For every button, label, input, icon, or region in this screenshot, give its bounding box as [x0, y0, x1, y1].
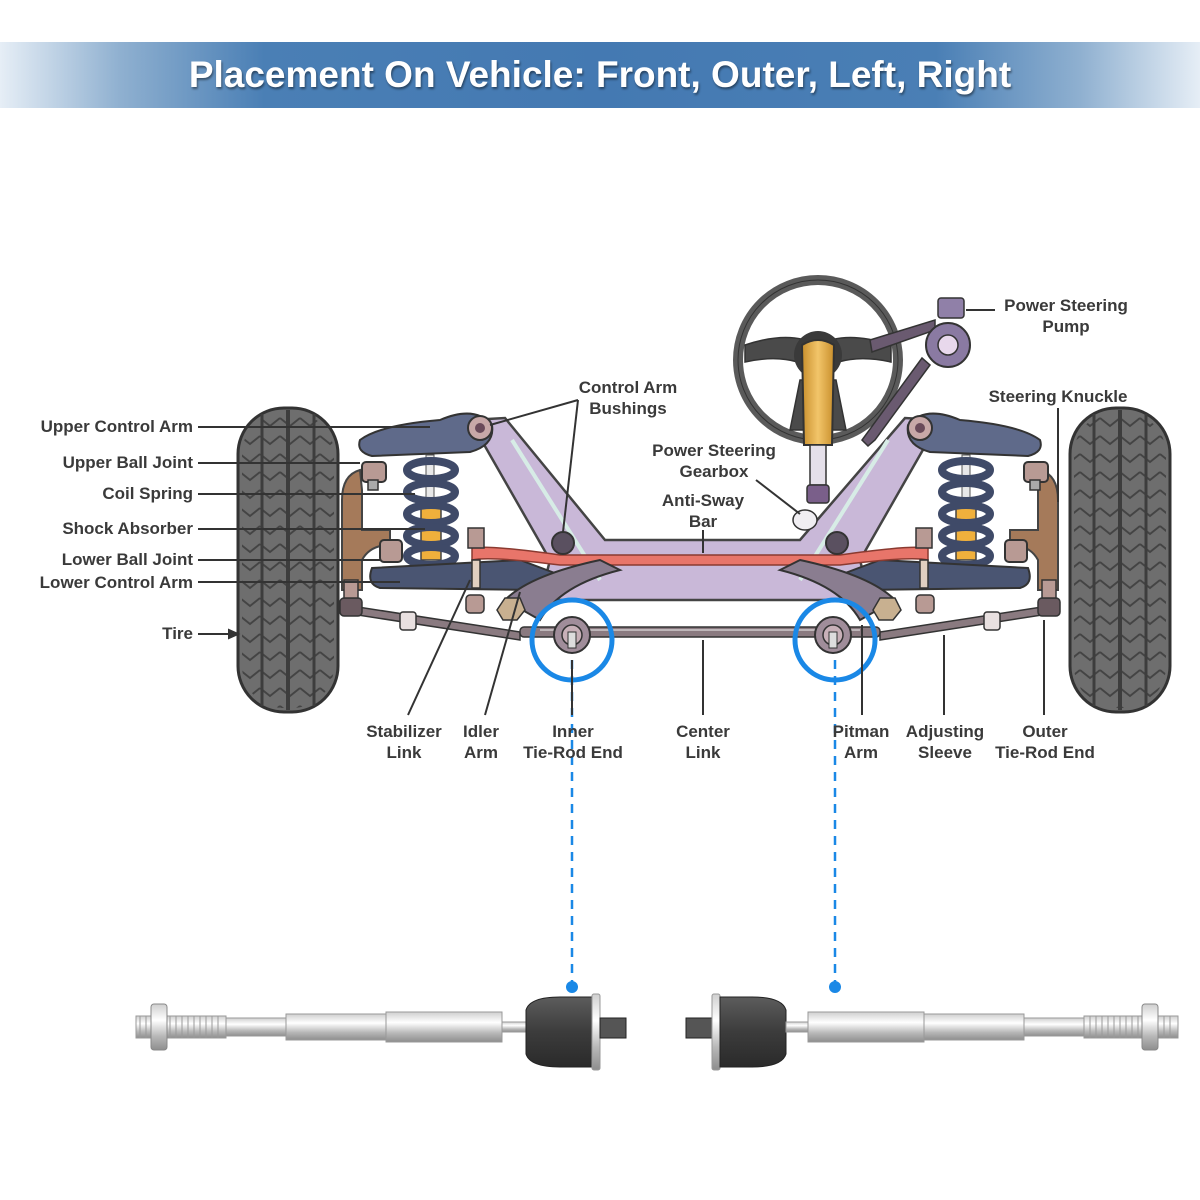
page-title: Placement On Vehicle: Front, Outer, Left… [188, 54, 1012, 95]
label-power-steering-pump: Power Steering Pump [1004, 296, 1128, 336]
label-idler-arm: Idler Arm [463, 722, 499, 762]
label-steering-knuckle: Steering Knuckle [988, 387, 1128, 406]
right-upper-ball-joint [1023, 461, 1049, 483]
label-center-link: Center Link [676, 722, 730, 762]
left-upper-ball-joint [361, 461, 387, 483]
label-shock-absorber: Shock Absorber [62, 519, 193, 538]
power-steering-gearbox [792, 509, 818, 531]
label-tire: Tire [162, 624, 193, 643]
tie-rod-product-left [135, 993, 627, 1071]
header-banner: Placement On Vehicle: Front, Outer, Left… [0, 42, 1200, 108]
left-lower-ball-joint [379, 539, 403, 563]
power-steering-pump [861, 297, 971, 448]
label-control-arm-bushings: Control Arm Bushings [578, 378, 678, 418]
label-power-steering-gearbox: Power Steering Gearbox [652, 441, 776, 481]
label-pitman-arm: Pitman Arm [832, 722, 890, 762]
tie-rod-product-right [685, 993, 1179, 1071]
connector-dot-right [829, 981, 841, 993]
label-lower-ball-joint: Lower Ball Joint [61, 550, 193, 569]
left-adjusting-sleeve [399, 611, 417, 631]
left-tie-rod [344, 604, 521, 641]
left-outer-tie-rod-end [339, 597, 363, 617]
label-stabilizer-link: Stabilizer Link [366, 722, 442, 762]
left-coil-spring [403, 454, 459, 569]
left-stabilizer-link [465, 527, 485, 614]
right-inner-joint [814, 616, 852, 654]
label-coil-spring: Coil Spring [102, 484, 193, 503]
right-lower-ball-joint [1004, 539, 1028, 563]
right-tie-rod [879, 604, 1056, 641]
label-lower-control-arm: Lower Control Arm [39, 573, 193, 592]
right-coil-spring [938, 454, 994, 569]
left-inner-joint [553, 616, 591, 654]
label-upper-ball-joint: Upper Ball Joint [62, 453, 193, 472]
label-adjusting-sleeve: Adjusting Sleeve [905, 722, 985, 762]
right-stabilizer-link [915, 527, 935, 614]
label-outer-tie-rod-end: Outer Tie-Rod End [995, 722, 1095, 762]
right-adjusting-sleeve [983, 611, 1001, 631]
label-inner-tie-rod-end: Inner Tie-Rod End [523, 722, 623, 762]
right-outer-tie-rod-end [1037, 597, 1061, 617]
right-tire [1068, 406, 1172, 714]
leader-lines [198, 309, 1059, 716]
label-anti-sway-bar: Anti-Sway Bar [661, 491, 745, 531]
label-upper-control-arm: Upper Control Arm [40, 417, 193, 436]
connector-dot-left [566, 981, 578, 993]
steering-column [800, 339, 836, 446]
